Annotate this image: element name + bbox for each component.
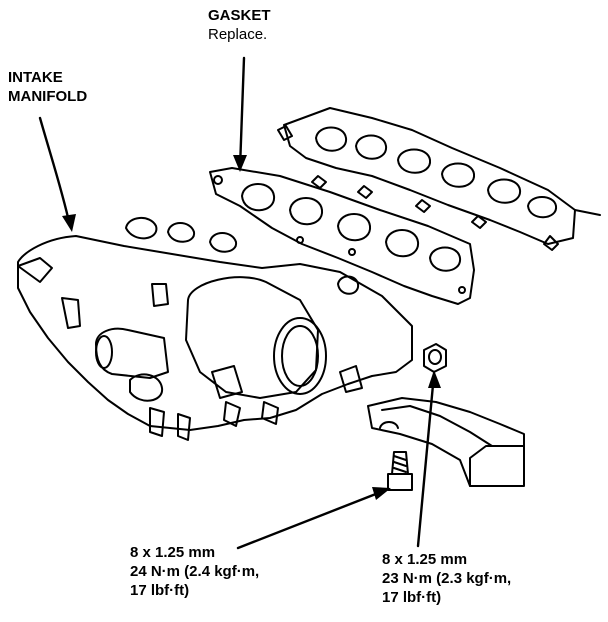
gasket-leader-line xyxy=(238,56,246,170)
bolt-right-torque-line2: 17 lbf·ft) xyxy=(382,589,442,606)
bolt-left-arrowhead xyxy=(372,487,391,500)
intake-manifold xyxy=(17,217,413,441)
intake-manifold-line1: INTAKE xyxy=(8,69,63,86)
flange-bolt xyxy=(387,451,413,491)
manifold-bracket xyxy=(367,397,525,487)
bolt-right-leader-line xyxy=(416,372,436,548)
gasket-title: GASKET xyxy=(208,7,271,24)
intake-manifold-label: INTAKE MANIFOLD xyxy=(8,68,87,106)
gasket-note: Replace. xyxy=(208,26,268,43)
bolt-right-spec-label: 8 x 1.25 mm 23 N·m (2.3 kgf·m, 17 lbf·ft… xyxy=(382,550,511,607)
arrowheads xyxy=(62,155,441,500)
intake-arrowhead xyxy=(62,214,76,232)
bolt-left-leader-line xyxy=(236,488,388,550)
gasket-label: GASKET Replace. xyxy=(208,6,271,44)
intake-manifold-line2: MANIFOLD xyxy=(8,88,88,105)
bolt-left-spec-label: 8 x 1.25 mm 24 N·m (2.4 kgf·m, 17 lbf·ft… xyxy=(130,543,259,600)
bolt-right-size: 8 x 1.25 mm xyxy=(382,551,468,568)
bolt-left-torque-line2: 17 lbf·ft) xyxy=(130,582,190,599)
bolt-left-size: 8 x 1.25 mm xyxy=(130,544,216,561)
leader-lines xyxy=(38,56,436,550)
flange-nut xyxy=(423,343,447,373)
intake-leader-line xyxy=(38,116,72,228)
bolt-right-arrowhead xyxy=(428,370,441,388)
gasket-arrowhead xyxy=(233,155,247,172)
cylinder-head-flange xyxy=(277,107,601,251)
manifold-gasket xyxy=(209,167,475,305)
bolt-right-torque-line1: 23 N·m (2.3 kgf·m, xyxy=(382,570,512,587)
bolt-left-torque-line1: 24 N·m (2.4 kgf·m, xyxy=(130,563,260,580)
